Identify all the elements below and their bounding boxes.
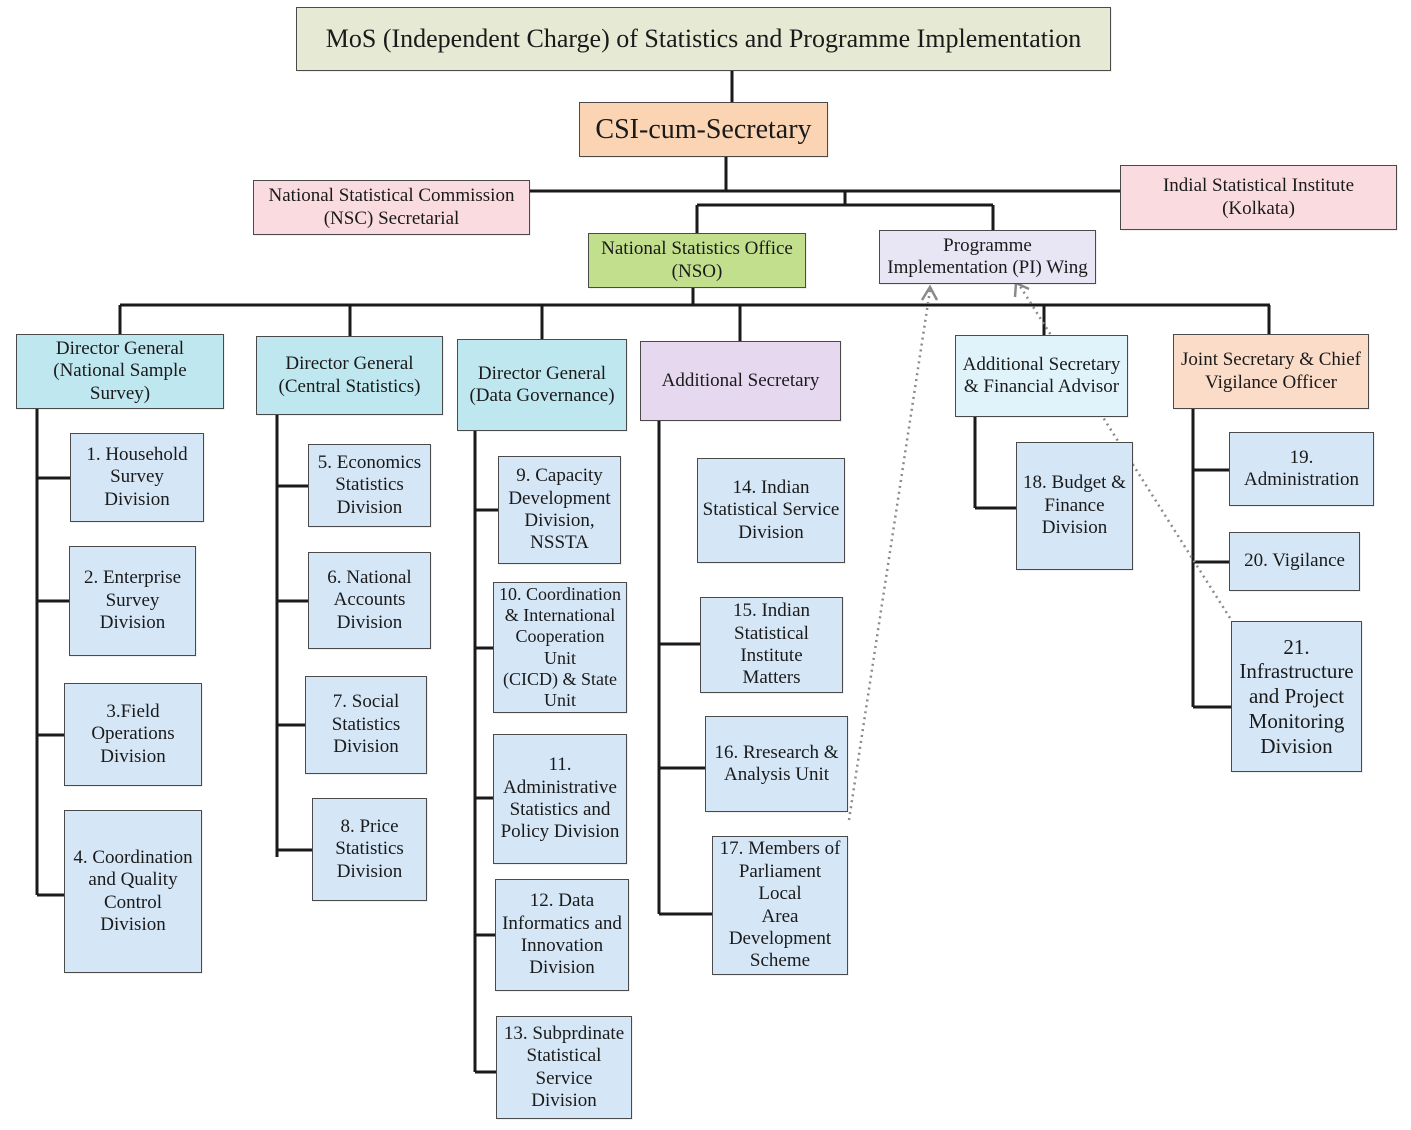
division-1-box: 1. Household Survey Division [70,433,204,522]
division-18-box: 18. Budget & Finance Division [1016,442,1133,570]
division-3-box: 3.Field Operations Division [64,683,202,786]
division-2-box: 2. Enterprise Survey Division [69,546,196,656]
pi-wing-box: Programme Implementation (PI) Wing [879,230,1096,284]
additional-secretary-box: Additional Secretary [640,341,841,421]
mos-box: MoS (Independent Charge) of Statistics a… [296,7,1111,71]
division-4-box: 4. Coordination and Quality Control Divi… [64,810,202,973]
division-16-box: 16. Rresearch & Analysis Unit [705,716,848,812]
division-20-box: 20. Vigilance [1229,532,1360,591]
division-5-box: 5. Economics Statistics Division [308,444,431,527]
division-14-box: 14. Indian Statistical Service Division [697,458,845,563]
as-financial-advisor-box: Additional Secretary & Financial Advisor [955,335,1128,417]
division-17-box: 17. Members of Parliament Local Area Dev… [712,836,848,975]
dg-central-statistics-box: Director General (Central Statistics) [256,336,443,415]
division-10-box: 10. Coordination & International Coopera… [493,582,627,713]
csi-secretary-box: CSI-cum-Secretary [579,102,828,157]
division-19-box: 19. Administration [1229,432,1374,506]
division-15-box: 15. Indian Statistical Institute Matters [700,597,843,693]
js-cvo-box: Joint Secretary & Chief Vigilance Office… [1173,334,1369,409]
dg-data-governance-box: Director General (Data Governance) [457,339,627,431]
dg-nss-box: Director General (National Sample Survey… [16,334,224,409]
division-13-box: 13. Subprdinate Statistical Service Divi… [496,1016,632,1119]
division-11-box: 11. Administrative Statistics and Policy… [493,734,627,864]
division-6-box: 6. National Accounts Division [308,552,431,649]
division-7-box: 7. Social Statistics Division [305,676,427,774]
isi-kolkata-box: Indial Statistical Institute (Kolkata) [1120,165,1397,230]
division-8-box: 8. Price Statistics Division [312,798,427,901]
nso-box: National Statistics Office (NSO) [588,233,806,288]
division-9-box: 9. Capacity Development Division, NSSTA [498,456,621,564]
division-21-box: 21. Infrastructure and Project Monitorin… [1231,621,1362,772]
nsc-secretariat-box: National Statistical Commission (NSC) Se… [253,180,530,235]
division-12-box: 12. Data Informatics and Innovation Divi… [495,879,629,991]
